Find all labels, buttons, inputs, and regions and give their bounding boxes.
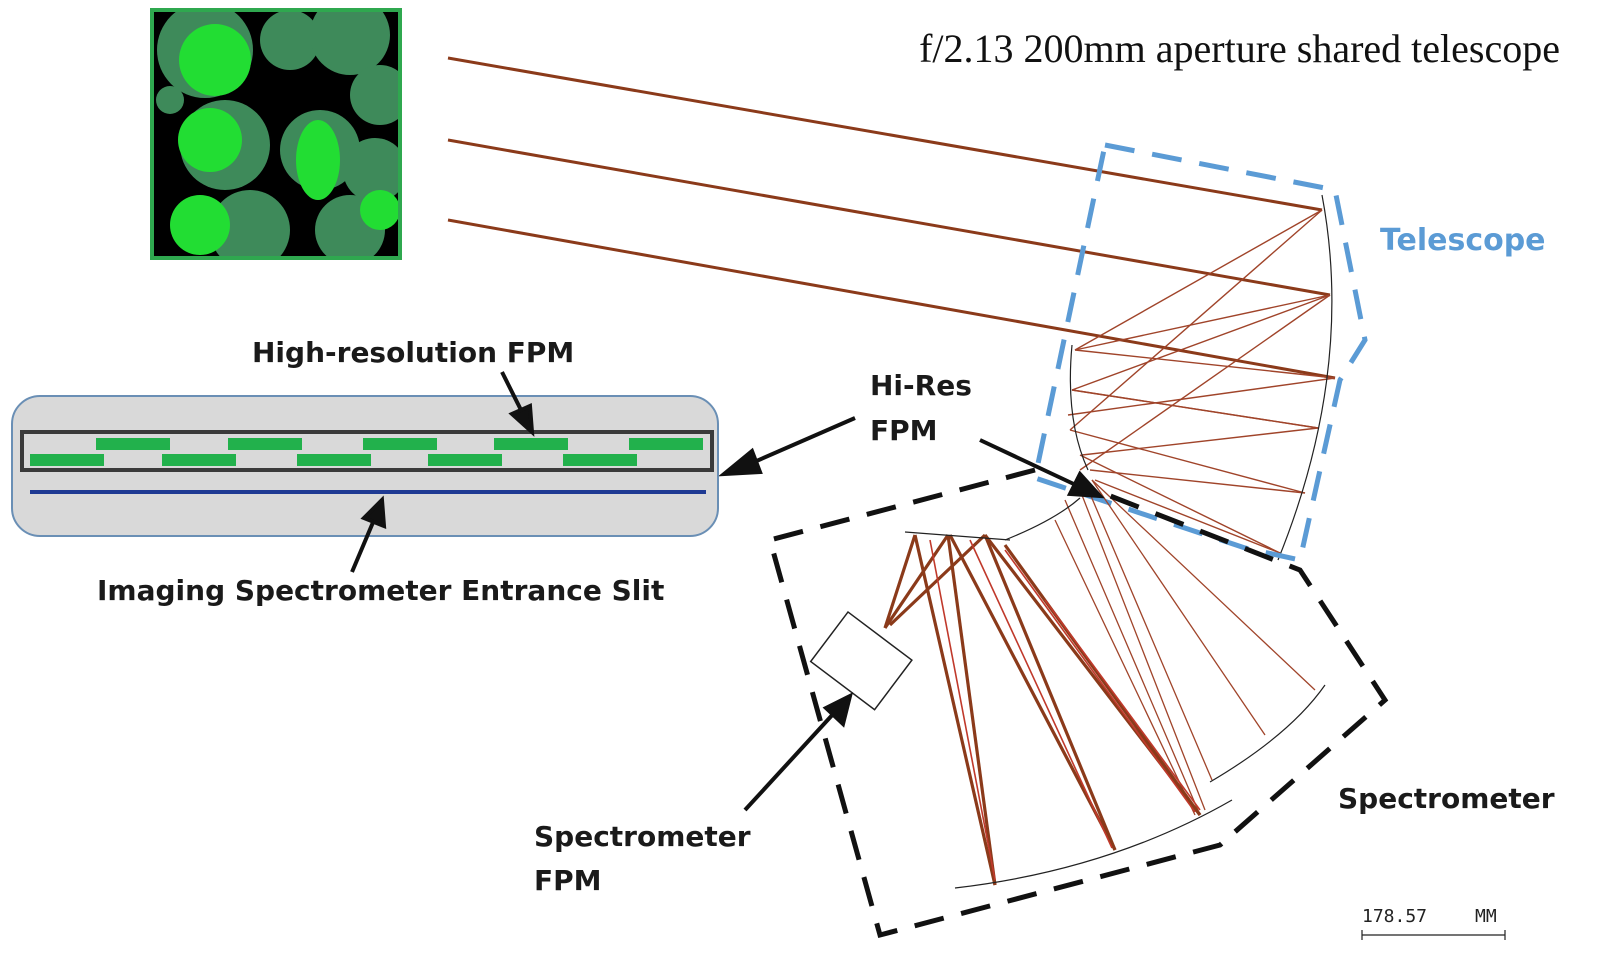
telescope-boundary [1032,142,1368,563]
entrance-slit-pointer [350,495,387,573]
spectrometer-fpm-label-line1: Spectrometer [534,820,751,853]
spectrometer-fpm-arrow [743,692,853,812]
hires-fpm-arrows [718,416,1105,499]
telescope-ray-bundle [1067,209,1336,554]
telescope-label: Telescope [1380,223,1546,258]
spectrometer-fpm-label-line2: FPM [534,864,602,897]
scale-value: 178.57 [1362,906,1427,927]
hires-fpm-label-line1: Hi-Res [870,369,972,402]
high-res-fpm-pointer [500,371,535,437]
incoming-rays [447,56,1336,380]
high-resolution-fpm-array [20,430,714,472]
scene-image [150,8,402,260]
fpm-detector-chips [30,438,703,466]
entrance-slit-label: Imaging Spectrometer Entrance Slit [97,574,664,607]
spectrometer-ray-bundle [883,479,1316,886]
diagram-title: f/2.13 200mm aperture shared telescope [919,26,1560,71]
hires-fpm-label-line2: FPM [870,414,938,447]
scale-unit: MM [1475,906,1497,927]
spectrometer-boundary [766,467,1389,939]
focal-plane-panel [11,395,719,537]
telescope-mirrors [1069,194,1333,561]
high-resolution-fpm-label: High-resolution FPM [252,336,574,369]
spectrometer-fpm-detector [809,610,913,711]
spectrometer-mirrors [904,497,1326,889]
scale-bar [1361,930,1506,940]
spectrometer-label: Spectrometer [1338,782,1555,815]
